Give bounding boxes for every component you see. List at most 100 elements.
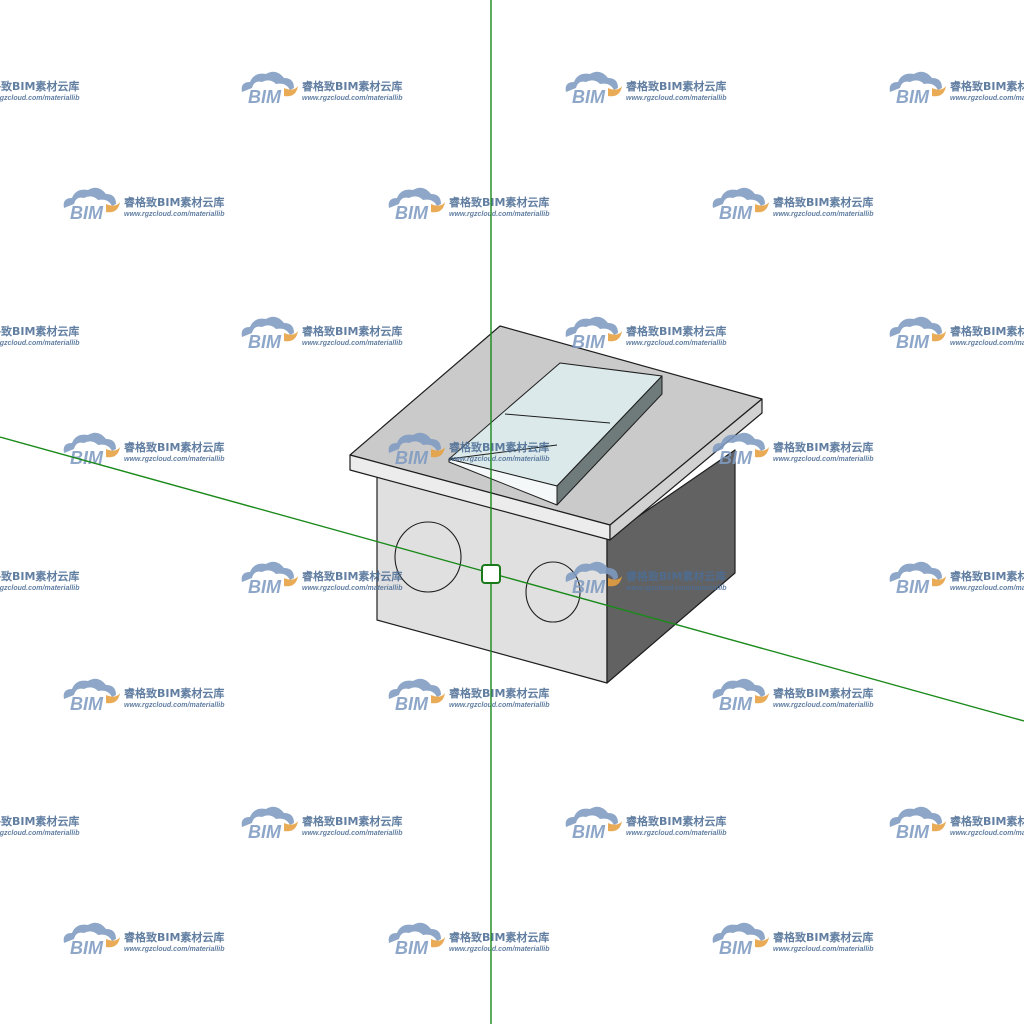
- watermark-logo-text: BIM: [896, 87, 930, 107]
- watermark-url: www.rgzcloud.com/materiallib: [950, 340, 1024, 347]
- watermark: BIM睿格致BIM素材云库www.rgzcloud.com/materialli…: [241, 806, 403, 842]
- watermark-url: www.rgzcloud.com/materiallib: [950, 95, 1024, 102]
- watermark-title: 睿格致BIM素材云库: [124, 930, 224, 944]
- watermark: BIM睿格致BIM素材云库www.rgzcloud.com/materialli…: [565, 71, 727, 107]
- swoosh-icon: [932, 86, 946, 97]
- watermark-url: www.rgzcloud.com/materiallib: [302, 95, 403, 102]
- swoosh-icon: [431, 693, 445, 704]
- watermark: BIM睿格致BIM素材云库www.rgzcloud.com/materialli…: [712, 432, 874, 468]
- cloud-icon: [712, 922, 765, 943]
- cloud-icon: [712, 678, 765, 699]
- watermark-title: 睿格致BIM素材云库: [773, 440, 873, 454]
- watermark-logo-text: BIM: [70, 694, 104, 714]
- watermark-logo-text: BIM: [572, 577, 606, 597]
- watermark-logo-text: BIM: [248, 822, 282, 842]
- watermark-logo-text: BIM: [248, 87, 282, 107]
- watermark: BIM睿格致BIM素材云库www.rgzcloud.com/materialli…: [388, 432, 550, 468]
- swoosh-icon: [755, 693, 769, 704]
- watermark: BIM 睿格致BIM素材云库 www.rgzcloud.com/materialli…: [712, 678, 874, 714]
- watermark: BIM睿格致BIM素材云库www.rgzcloud.com/materialli…: [63, 432, 225, 468]
- watermark: BIM睿格致BIM素材云库www.rgzcloud.com/materialli…: [0, 814, 80, 837]
- watermark-title: 睿格致BIM素材云库: [773, 930, 873, 944]
- cloud-icon: [889, 71, 942, 92]
- cloud-icon: [712, 187, 765, 208]
- watermark: BIM睿格致BIM素材云库www.rgzcloud.com/materialli…: [0, 79, 80, 102]
- watermark-url: www.rgzcloud.com/materiallib: [449, 456, 550, 463]
- watermark-url: www.rgzcloud.com/materiallib: [124, 702, 225, 709]
- cloud-icon: [565, 806, 618, 827]
- watermark-logo-text: BIM: [248, 332, 282, 352]
- cloud-icon: [889, 806, 942, 827]
- watermark-title: 睿格致BIM素材云库: [302, 79, 402, 93]
- swoosh-icon: [608, 821, 622, 832]
- swoosh-icon: [106, 937, 120, 948]
- swoosh-icon: [284, 331, 298, 342]
- watermark: BIM睿格致BIM素材云库www.rgzcloud.com/materialli…: [565, 806, 727, 842]
- watermark-title: 睿格致BIM素材云库: [302, 814, 402, 828]
- swoosh-icon: [106, 693, 120, 704]
- watermark: BIM睿格致BIM素材云库www.rgzcloud.com/materialli…: [889, 561, 1024, 597]
- watermark-url: www.rgzcloud.com/materiallib: [124, 946, 225, 953]
- watermark-logo-text: BIM: [395, 938, 429, 958]
- cloud-icon: [565, 561, 618, 582]
- watermark-logo-text: BIM: [719, 938, 753, 958]
- watermark-url: www.rgzcloud.com/materiallib: [449, 702, 550, 709]
- watermark-logo-text: BIM: [395, 694, 429, 714]
- watermark: BIM 睿格致BIM素材云库 www.rgzcloud.com/materialli…: [565, 561, 727, 597]
- watermark: BIM睿格致BIM素材云库www.rgzcloud.com/materialli…: [241, 316, 403, 352]
- watermark-logo-text: BIM: [248, 577, 282, 597]
- watermark: BIM睿格致BIM素材云库www.rgzcloud.com/materialli…: [712, 922, 874, 958]
- watermark-logo-text: BIM: [572, 332, 606, 352]
- watermark: BIM 睿格致BIM素材云库 www.rgzcloud.com/materialli…: [63, 922, 225, 958]
- watermark-logo-text: BIM: [572, 87, 606, 107]
- swoosh-icon: [431, 202, 445, 213]
- swoosh-icon: [755, 937, 769, 948]
- watermark: BIM 睿格致BIM素材云库 www.rgzcloud.com/materialli…: [241, 71, 403, 107]
- origin-square-icon[interactable]: [481, 564, 501, 584]
- watermark-title: 睿格致BIM素材云库: [626, 569, 726, 583]
- watermark-title: 睿格致BIM素材云库: [0, 79, 79, 93]
- horizontal-axis-line: [0, 436, 1024, 722]
- watermark-logo-text: BIM: [395, 203, 429, 223]
- junction-box[interactable]: [349, 325, 763, 684]
- glass-lid-hinge-line: [504, 413, 611, 424]
- cloud-icon: [388, 187, 441, 208]
- watermark-url: www.rgzcloud.com/materiallib: [773, 702, 874, 709]
- watermark-url: www.rgzcloud.com/materiallib: [950, 830, 1024, 837]
- watermark: BIM睿格致BIM素材云库www.rgzcloud.com/materialli…: [63, 187, 225, 223]
- watermark-title: 睿格致BIM素材云库: [124, 195, 224, 209]
- cloud-icon: [241, 561, 294, 582]
- watermark: BIM睿格致BIM素材云库www.rgzcloud.com/materialli…: [0, 569, 80, 592]
- watermark-title: 睿格致BIM素材云库: [626, 814, 726, 828]
- swoosh-icon: [106, 202, 120, 213]
- watermark-title: 睿格致BIM素材云库: [773, 195, 873, 209]
- swoosh-icon: [608, 86, 622, 97]
- watermark: BIM睿格致BIM素材云库www.rgzcloud.com/materialli…: [388, 678, 550, 714]
- watermark-title: 睿格致BIM素材云库: [773, 686, 873, 700]
- watermark-url: www.rgzcloud.com/materiallib: [449, 946, 550, 953]
- watermark-url: www.rgzcloud.com/materiallib: [626, 585, 727, 592]
- watermark-title: 睿格致BIM素材云库: [449, 930, 549, 944]
- watermark-title: 睿格致BIM素材云库: [950, 79, 1024, 93]
- cloud-icon: [388, 922, 441, 943]
- watermark: BIM 睿格致BIM素材云库 www.rgzcloud.com/materialli…: [889, 71, 1024, 107]
- cloud-icon: [565, 316, 618, 337]
- cloud-icon: [712, 432, 765, 453]
- watermark-logo-text: BIM: [70, 938, 104, 958]
- swoosh-icon: [755, 202, 769, 213]
- watermark-url: www.rgzcloud.com/materiallib: [950, 585, 1024, 592]
- watermark-url: www.rgzcloud.com/materiallib: [302, 585, 403, 592]
- cloud-icon: [63, 922, 116, 943]
- swoosh-icon: [755, 447, 769, 458]
- watermark-logo-text: BIM: [719, 694, 753, 714]
- cloud-icon: [889, 316, 942, 337]
- watermark: BIM睿格致BIM素材云库www.rgzcloud.com/materialli…: [565, 316, 727, 352]
- cloud-icon: [63, 187, 116, 208]
- watermark-url: www.rgzcloud.com/materiallib: [773, 211, 874, 218]
- cloud-icon: [241, 316, 294, 337]
- watermark-url: www.rgzcloud.com/materiallib: [626, 340, 727, 347]
- watermark-title: 睿格致BIM素材云库: [124, 686, 224, 700]
- cloud-icon: [63, 432, 116, 453]
- cloud-icon: [388, 678, 441, 699]
